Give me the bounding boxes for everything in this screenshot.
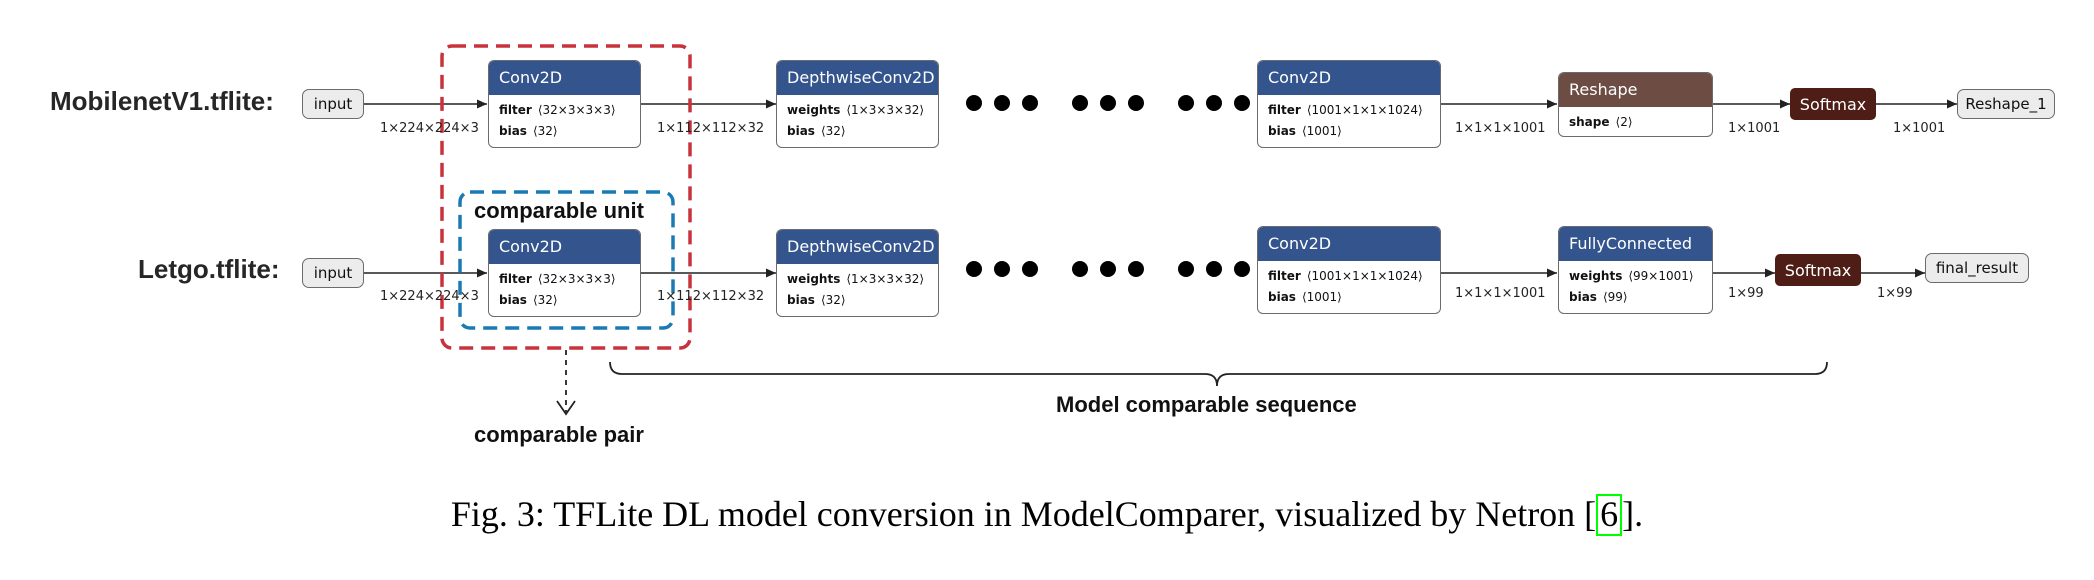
tensor-shape-label: 1×224×224×3: [380, 121, 479, 136]
input-node[interactable]: input: [302, 89, 364, 119]
comparable-unit-label: comparable unit: [474, 198, 644, 223]
figure-caption: Fig. 3: TFLite DL model conversion in Mo…: [0, 493, 2094, 536]
tensor-shape-label: 1×1001: [1728, 121, 1781, 136]
model-label-letgo: Letgo.tflite:: [138, 254, 280, 284]
op-attribute: bias⟨1001⟩: [1268, 124, 1342, 138]
reference-link[interactable]: 6: [1596, 494, 1623, 536]
comparable-pair-label: comparable pair: [474, 422, 644, 447]
op-attribute: bias⟨32⟩: [499, 293, 558, 307]
op-header: Conv2D: [489, 61, 640, 95]
model-comparable-sequence-label: Model comparable sequence: [1056, 392, 1357, 417]
tensor-shape-label: 1×224×224×3: [380, 289, 479, 304]
tensor-shape-label: 1×1×1×1001: [1455, 286, 1546, 301]
tensor-shape-label: 1×1×1×1001: [1455, 121, 1546, 136]
op-attribute: bias⟨99⟩: [1569, 290, 1628, 304]
output-node[interactable]: final_result: [1925, 253, 2029, 283]
op-attribute: bias⟨32⟩: [787, 293, 846, 307]
pair-pointer-head: [556, 400, 576, 416]
op-conv2d[interactable]: Conv2D filter⟨32×3×3×3⟩ bias⟨32⟩: [488, 229, 641, 317]
op-attribute: bias⟨32⟩: [787, 124, 846, 138]
caption-suffix: ].: [1622, 494, 1644, 534]
tensor-shape-label: 1×112×112×32: [657, 289, 765, 304]
tensor-shape-label: 1×112×112×32: [657, 121, 765, 136]
op-attribute: weights⟨1×3×3×32⟩: [787, 272, 925, 286]
op-depthwiseconv2d[interactable]: DepthwiseConv2D weights⟨1×3×3×32⟩ bias⟨3…: [776, 229, 939, 317]
op-attribute: filter⟨1001×1×1×1024⟩: [1268, 103, 1423, 117]
op-attribute: filter⟨32×3×3×3⟩: [499, 272, 616, 286]
op-header: FullyConnected: [1559, 227, 1712, 261]
op-reshape[interactable]: Reshape shape⟨2⟩: [1558, 72, 1713, 137]
op-attribute: weights⟨1×3×3×32⟩: [787, 103, 925, 117]
op-softmax[interactable]: Softmax: [1775, 254, 1861, 286]
ellipsis-dots: [966, 95, 1250, 111]
op-attribute: filter⟨1001×1×1×1024⟩: [1268, 269, 1423, 283]
comparable-pair-box: [440, 44, 692, 350]
op-conv2d[interactable]: Conv2D filter⟨1001×1×1×1024⟩ bias⟨1001⟩: [1257, 60, 1441, 148]
op-header: Conv2D: [489, 230, 640, 264]
op-fullyconnected[interactable]: FullyConnected weights⟨99×1001⟩ bias⟨99⟩: [1558, 226, 1713, 314]
caption-text: Fig. 3: TFLite DL model conversion in Mo…: [450, 494, 1597, 534]
op-header: Reshape: [1559, 73, 1712, 107]
op-attribute: bias⟨32⟩: [499, 124, 558, 138]
op-depthwiseconv2d[interactable]: DepthwiseConv2D weights⟨1×3×3×32⟩ bias⟨3…: [776, 60, 939, 148]
tensor-shape-label: 1×99: [1877, 286, 1913, 301]
op-attribute: filter⟨32×3×3×3⟩: [499, 103, 616, 117]
op-header: DepthwiseConv2D: [777, 61, 938, 95]
tensor-shape-label: 1×99: [1728, 286, 1764, 301]
comparable-unit-box: [458, 190, 675, 330]
op-attribute: shape⟨2⟩: [1569, 115, 1633, 129]
op-header: Conv2D: [1258, 227, 1440, 261]
output-node[interactable]: Reshape_1: [1957, 89, 2055, 119]
model-label-mobilenet: MobilenetV1.tflite:: [50, 86, 274, 116]
op-attribute: weights⟨99×1001⟩: [1569, 269, 1694, 283]
op-conv2d[interactable]: Conv2D filter⟨32×3×3×3⟩ bias⟨32⟩: [488, 60, 641, 148]
ellipsis-dots: [966, 261, 1250, 277]
tensor-shape-label: 1×1001: [1893, 121, 1946, 136]
op-header: DepthwiseConv2D: [777, 230, 938, 264]
op-conv2d[interactable]: Conv2D filter⟨1001×1×1×1024⟩ bias⟨1001⟩: [1257, 226, 1441, 314]
sequence-brace: [609, 361, 1828, 387]
op-header: Conv2D: [1258, 61, 1440, 95]
op-attribute: bias⟨1001⟩: [1268, 290, 1342, 304]
input-node[interactable]: input: [302, 258, 364, 288]
op-softmax[interactable]: Softmax: [1790, 88, 1876, 120]
